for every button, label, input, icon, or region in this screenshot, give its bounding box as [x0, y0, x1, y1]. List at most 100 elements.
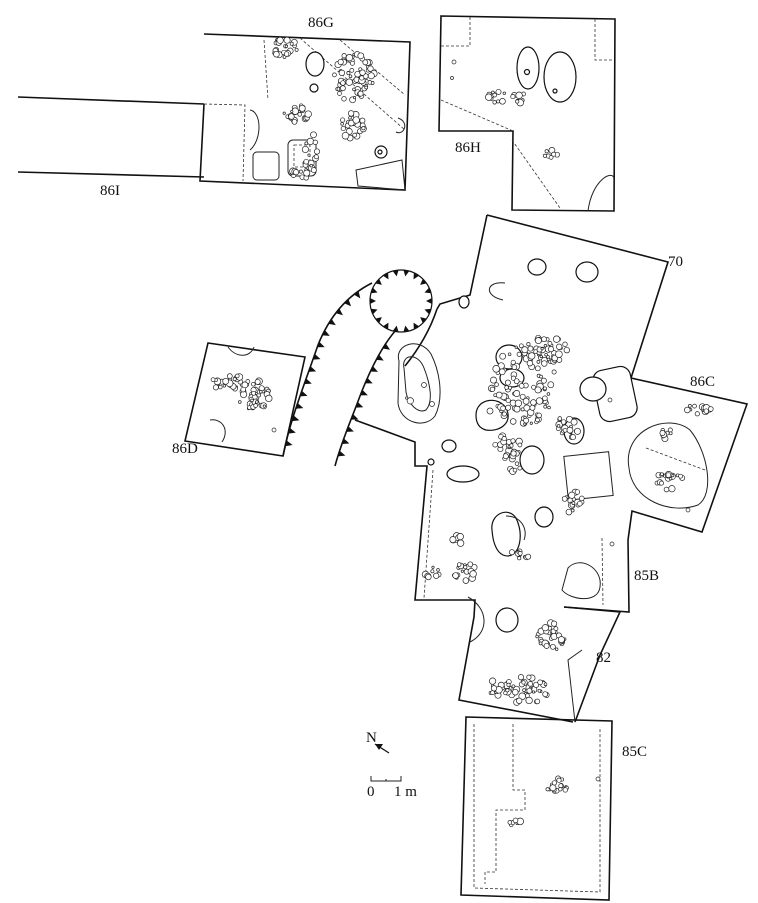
hachure-tick — [392, 325, 399, 333]
stone — [514, 345, 518, 349]
stone — [517, 674, 525, 681]
stone — [551, 151, 557, 157]
hachure-tick — [420, 278, 427, 285]
stone-cluster — [555, 415, 581, 441]
stone-cluster — [510, 91, 526, 107]
stone — [527, 681, 534, 687]
stone — [548, 155, 554, 160]
stone — [362, 59, 369, 66]
stone — [558, 787, 563, 792]
stone — [541, 336, 547, 343]
stone — [348, 74, 353, 78]
stone — [556, 777, 562, 783]
stone — [659, 480, 664, 486]
stone — [513, 390, 521, 397]
stone — [498, 368, 506, 376]
stone — [273, 50, 280, 58]
stone — [668, 485, 676, 493]
stone — [276, 36, 284, 44]
stone — [507, 445, 511, 449]
stone — [359, 69, 366, 76]
stone — [341, 131, 350, 140]
stone — [535, 397, 544, 405]
stone — [265, 394, 273, 403]
stone — [525, 696, 533, 705]
stone — [364, 85, 369, 90]
stone-cluster — [488, 677, 511, 699]
stone — [250, 398, 254, 403]
north-arrow-head-icon — [375, 744, 383, 750]
stone — [556, 343, 563, 350]
stone — [332, 72, 337, 78]
stone — [238, 400, 242, 404]
scale-bar: 0 1 m — [367, 776, 417, 800]
stone — [341, 53, 347, 59]
hachure-tick — [370, 298, 376, 304]
hachure-tick — [335, 308, 343, 316]
stone — [348, 115, 352, 120]
stone — [425, 573, 432, 581]
stone — [521, 680, 526, 685]
stone — [510, 438, 516, 444]
stone — [515, 99, 520, 104]
hachure-tick — [382, 343, 391, 350]
stone — [449, 536, 457, 544]
stone-cluster — [301, 131, 321, 174]
label-86D: 86D — [172, 441, 198, 457]
stone — [226, 373, 233, 379]
hachure-tick — [337, 450, 346, 457]
stone — [253, 403, 258, 408]
stone — [456, 533, 464, 541]
hachure-tick — [403, 269, 410, 277]
stone — [541, 360, 548, 367]
hachure-tick — [403, 325, 410, 333]
stone — [406, 397, 414, 405]
stone — [526, 687, 533, 694]
stone — [522, 688, 526, 692]
hachure-tick — [370, 308, 378, 315]
stone — [289, 41, 294, 46]
stone-cluster — [507, 450, 523, 475]
stone — [510, 94, 516, 100]
stone — [218, 384, 223, 390]
stone — [456, 562, 462, 567]
stone — [507, 820, 513, 825]
stone — [340, 117, 346, 123]
hachure-tick — [353, 290, 361, 299]
hachure-tick — [285, 440, 293, 447]
trench-70 — [436, 214, 670, 379]
stone — [517, 465, 523, 471]
stone — [359, 75, 365, 81]
stone — [291, 118, 298, 125]
stone — [505, 688, 510, 693]
stone — [509, 418, 517, 425]
stone — [534, 337, 542, 345]
stone — [405, 396, 409, 400]
stone-cluster — [492, 432, 523, 462]
stone — [557, 636, 565, 644]
stone — [708, 406, 714, 412]
hachure-tick — [382, 322, 389, 330]
stone — [340, 80, 346, 86]
stone-cluster — [421, 565, 442, 581]
hachure-tick — [288, 427, 296, 434]
hachure-tick — [375, 317, 382, 324]
stone — [210, 377, 216, 383]
stone — [507, 352, 512, 356]
stone — [338, 69, 346, 77]
stone — [544, 352, 548, 357]
stone-cluster — [449, 532, 465, 547]
stone — [505, 397, 511, 404]
stone — [462, 577, 470, 584]
stone — [337, 58, 344, 66]
stone — [542, 153, 548, 158]
stone — [684, 406, 691, 414]
stone — [352, 87, 356, 92]
stone — [534, 386, 542, 394]
stone — [574, 489, 581, 495]
stone — [310, 131, 317, 139]
stone — [570, 508, 575, 513]
stone — [517, 442, 523, 448]
